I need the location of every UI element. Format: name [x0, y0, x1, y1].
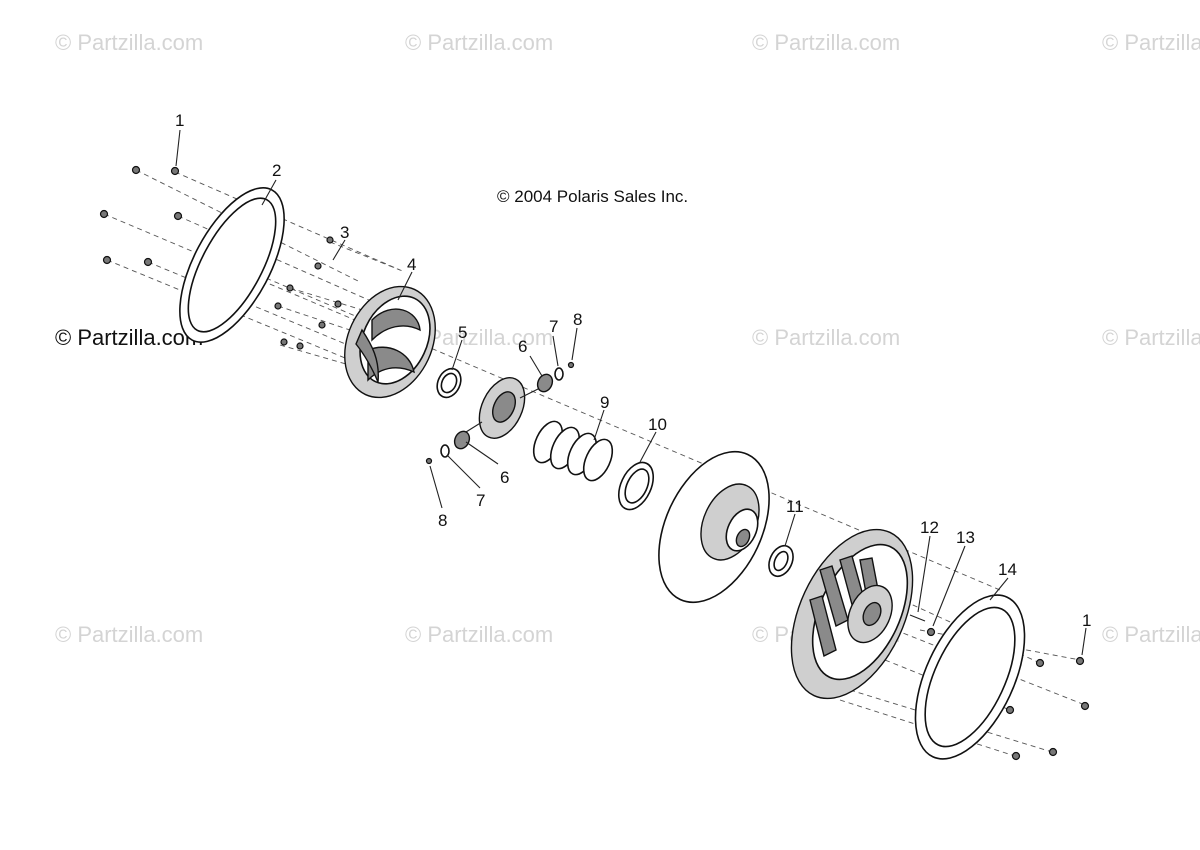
callout-12: 12: [920, 518, 939, 537]
callout-1: 1: [175, 111, 184, 130]
callout-11: 11: [786, 497, 804, 516]
seal-ring: [436, 367, 462, 399]
callout-7: 7: [549, 317, 558, 336]
bolt-group-left: [99, 165, 183, 267]
callout-leaders: [175, 129, 1087, 656]
watermark: © Partzilla.com: [752, 30, 901, 55]
bushing-upper: [536, 361, 575, 393]
callout-3: 3: [340, 223, 349, 242]
watermark: © Partzilla.com: [55, 325, 204, 350]
callout-13: 13: [956, 528, 975, 547]
bolt-group-right: [1005, 656, 1090, 761]
watermark: © Partzilla.com: [55, 622, 204, 647]
callout-10: 10: [648, 415, 667, 434]
callout-4: 4: [407, 255, 416, 274]
fixed-sheave: [790, 528, 914, 700]
callout-1: 1: [1082, 611, 1091, 630]
watermark: © Partzilla.com: [1102, 30, 1200, 55]
thrust-washer: [617, 461, 655, 511]
callout-14: 14: [998, 560, 1017, 579]
gasket-ring-left: [179, 187, 285, 343]
watermark: © Partzilla.com: [55, 30, 204, 55]
callout-6: 6: [500, 468, 509, 487]
shaft-hub: [465, 377, 541, 439]
bushing-lower: [425, 430, 471, 465]
sheave-hardware: [909, 614, 936, 637]
sheave-washer: [768, 544, 794, 578]
callout-5: 5: [458, 323, 467, 342]
gasket-ring-right: [914, 594, 1026, 760]
watermark: © Partzilla.com: [405, 622, 554, 647]
watermark: © Partzilla.com: [752, 325, 901, 350]
callout-8: 8: [438, 511, 447, 530]
cover-housing: [344, 285, 436, 399]
watermark: © Partzilla.com: [1102, 325, 1200, 350]
callout-7: 7: [476, 491, 485, 510]
callout-9: 9: [600, 393, 609, 412]
callout-2: 2: [272, 161, 281, 180]
movable-sheave: [658, 450, 770, 604]
watermark: © Partzilla.com: [1102, 622, 1200, 647]
callout-8: 8: [573, 310, 582, 329]
callout-6: 6: [518, 337, 527, 356]
watermark: © Partzilla.com: [405, 30, 554, 55]
screw-group: [274, 236, 342, 350]
callout-labels: 1 2 3 4 5 6 7 8 6 7 8 9 10 11 12 13 14 1: [175, 111, 1091, 630]
copyright-notice: © 2004 Polaris Sales Inc.: [497, 187, 689, 206]
spring: [532, 420, 614, 482]
